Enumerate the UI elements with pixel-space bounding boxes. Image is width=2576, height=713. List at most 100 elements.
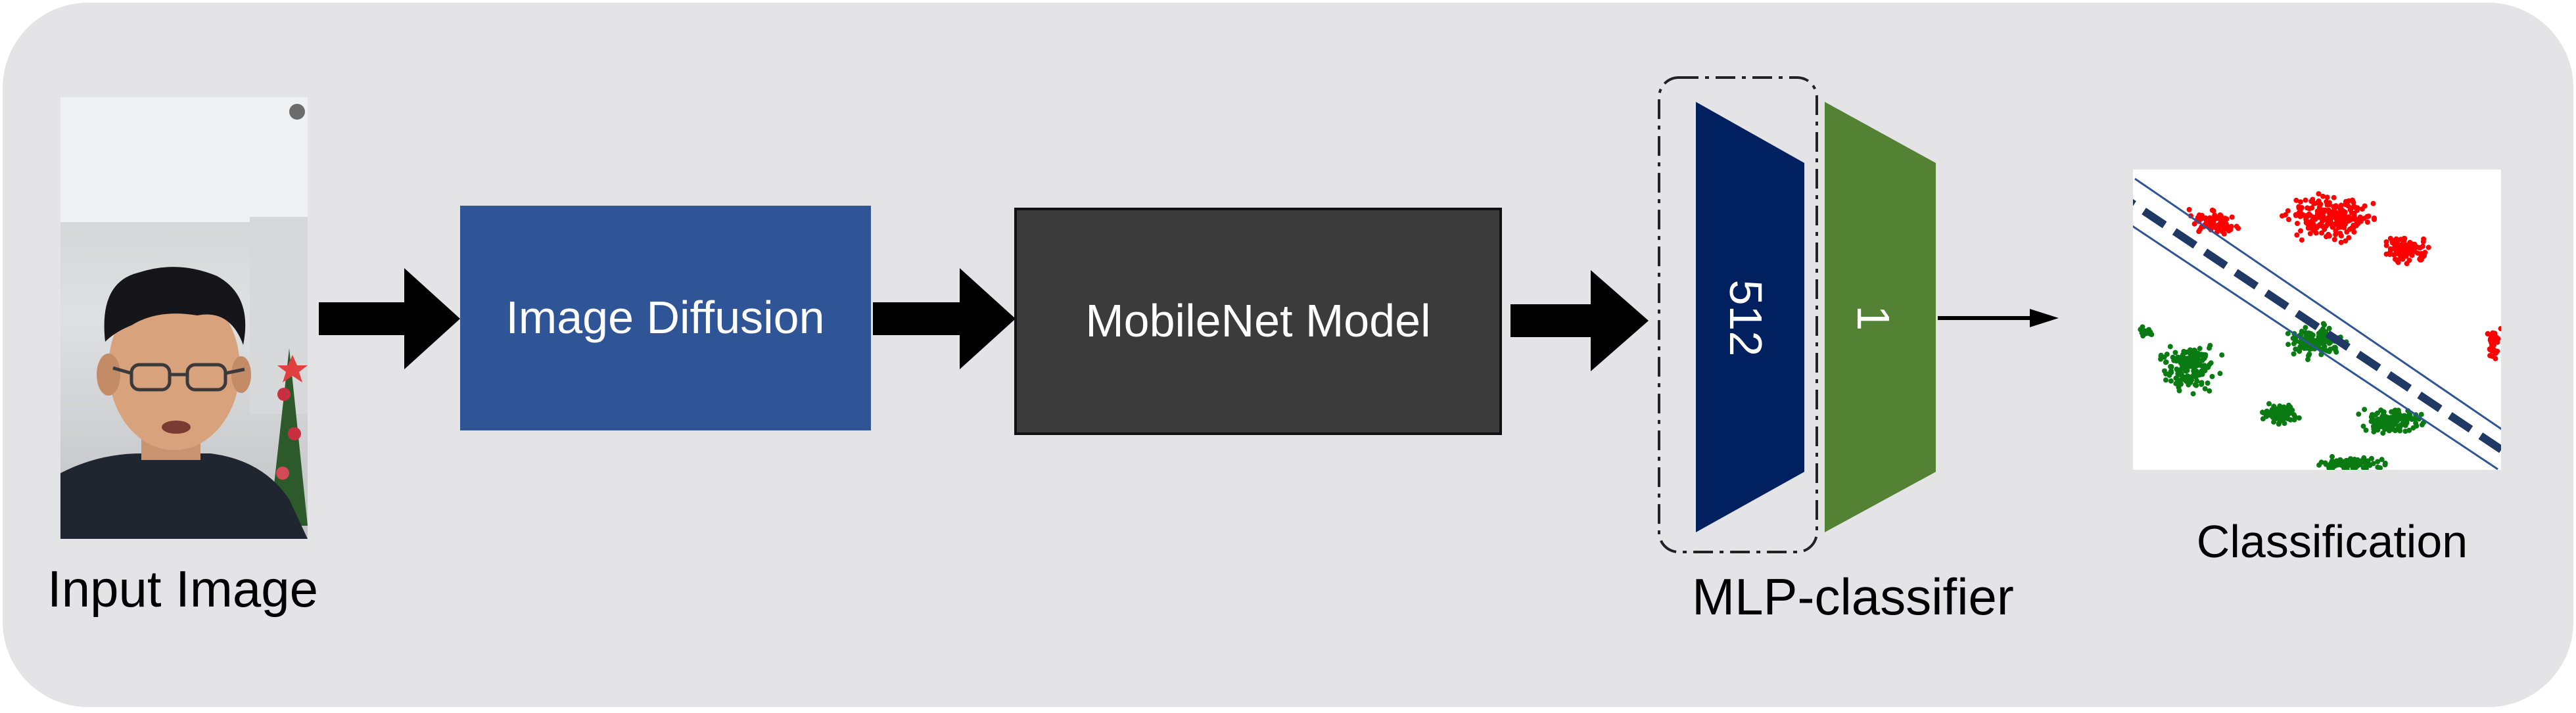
arrow-to-mlp	[1510, 270, 1649, 371]
green-point	[2362, 407, 2368, 413]
red-point	[2299, 205, 2305, 210]
red-point	[2395, 257, 2401, 263]
green-point	[2310, 336, 2316, 342]
red-point	[2409, 252, 2415, 258]
decision-boundary-lower	[2134, 177, 2501, 430]
green-point	[2377, 465, 2383, 470]
red-point	[2297, 199, 2303, 205]
red-point	[2315, 213, 2321, 219]
green-point	[2172, 350, 2178, 356]
green-point	[2360, 423, 2366, 429]
red-point	[2343, 238, 2349, 244]
green-point	[2391, 420, 2397, 426]
green-point	[2162, 368, 2167, 374]
green-point	[2326, 325, 2332, 331]
green-point	[2330, 453, 2335, 459]
red-point	[2344, 229, 2350, 235]
green-point	[2149, 332, 2155, 337]
green-point	[2322, 344, 2328, 350]
red-point	[2351, 229, 2357, 235]
green-point	[2386, 421, 2391, 426]
red-point	[2186, 207, 2192, 212]
green-point	[2280, 416, 2286, 422]
red-point	[2398, 253, 2404, 259]
green-point	[2140, 324, 2145, 330]
red-point	[2320, 218, 2325, 224]
red-point	[2307, 231, 2313, 237]
green-point	[2273, 416, 2279, 421]
red-point	[2326, 231, 2331, 237]
person-face	[108, 286, 240, 450]
input-image-label: Input Image	[47, 560, 318, 618]
green-point	[2197, 372, 2203, 378]
green-point	[2285, 331, 2291, 336]
red-point	[2418, 245, 2423, 251]
green-point	[2363, 427, 2369, 433]
green-point	[2332, 345, 2338, 351]
green-point	[2219, 352, 2225, 358]
green-point	[2363, 465, 2369, 470]
red-point	[2419, 251, 2425, 256]
red-point	[2294, 232, 2300, 238]
green-point	[2197, 346, 2203, 352]
green-point	[2290, 335, 2296, 341]
red-point	[2321, 210, 2327, 216]
mlp-layer-1	[1825, 102, 1936, 532]
green-point	[2303, 325, 2308, 331]
green-point	[2370, 412, 2375, 417]
green-point	[2207, 388, 2213, 394]
green-point	[2305, 357, 2310, 363]
green-point	[2180, 363, 2185, 369]
red-point	[2222, 216, 2228, 221]
red-point	[2352, 204, 2358, 210]
red-point	[2295, 221, 2300, 226]
red-point	[2387, 252, 2393, 257]
red-point	[2293, 212, 2299, 218]
green-point	[2201, 366, 2207, 372]
green-point	[2365, 458, 2371, 464]
red-point	[2339, 215, 2345, 221]
green-point	[2142, 329, 2148, 335]
red-point	[2333, 215, 2339, 221]
red-point	[2197, 227, 2203, 233]
green-point	[2286, 402, 2291, 408]
green-point	[2350, 465, 2356, 470]
green-point	[2293, 346, 2299, 352]
green-point	[2337, 457, 2343, 463]
mlp-layer-512	[1696, 102, 1804, 532]
green-point	[2296, 415, 2302, 421]
red-point	[2310, 196, 2316, 202]
red-point	[2383, 242, 2389, 248]
green-point	[2328, 346, 2333, 352]
red-point	[2320, 193, 2326, 199]
green-point	[2167, 344, 2173, 350]
green-point	[2372, 421, 2377, 426]
green-point	[2199, 380, 2205, 386]
scatter-points	[2138, 191, 2501, 470]
red-point	[2393, 236, 2399, 242]
arrow-to-diffusion	[319, 268, 460, 369]
green-point	[2328, 461, 2333, 467]
green-point	[2323, 461, 2329, 467]
green-point	[2398, 413, 2404, 419]
green-point	[2388, 426, 2394, 432]
input-image	[60, 97, 308, 539]
green-point	[2342, 461, 2348, 467]
mlp-classifier-label: MLP-classifier	[1692, 568, 2014, 626]
red-point	[2372, 215, 2377, 221]
green-point	[2291, 351, 2297, 357]
red-point	[2487, 347, 2493, 353]
red-point	[2203, 217, 2209, 223]
green-point	[2356, 462, 2362, 468]
mobilenet-model-box	[1014, 208, 1502, 435]
red-point	[2405, 250, 2411, 256]
green-point	[2370, 461, 2376, 467]
red-point	[2310, 221, 2316, 227]
green-point	[2321, 331, 2327, 336]
green-point	[2278, 405, 2284, 411]
green-point	[2270, 411, 2276, 417]
red-point	[2415, 250, 2421, 256]
green-point	[2185, 349, 2191, 355]
